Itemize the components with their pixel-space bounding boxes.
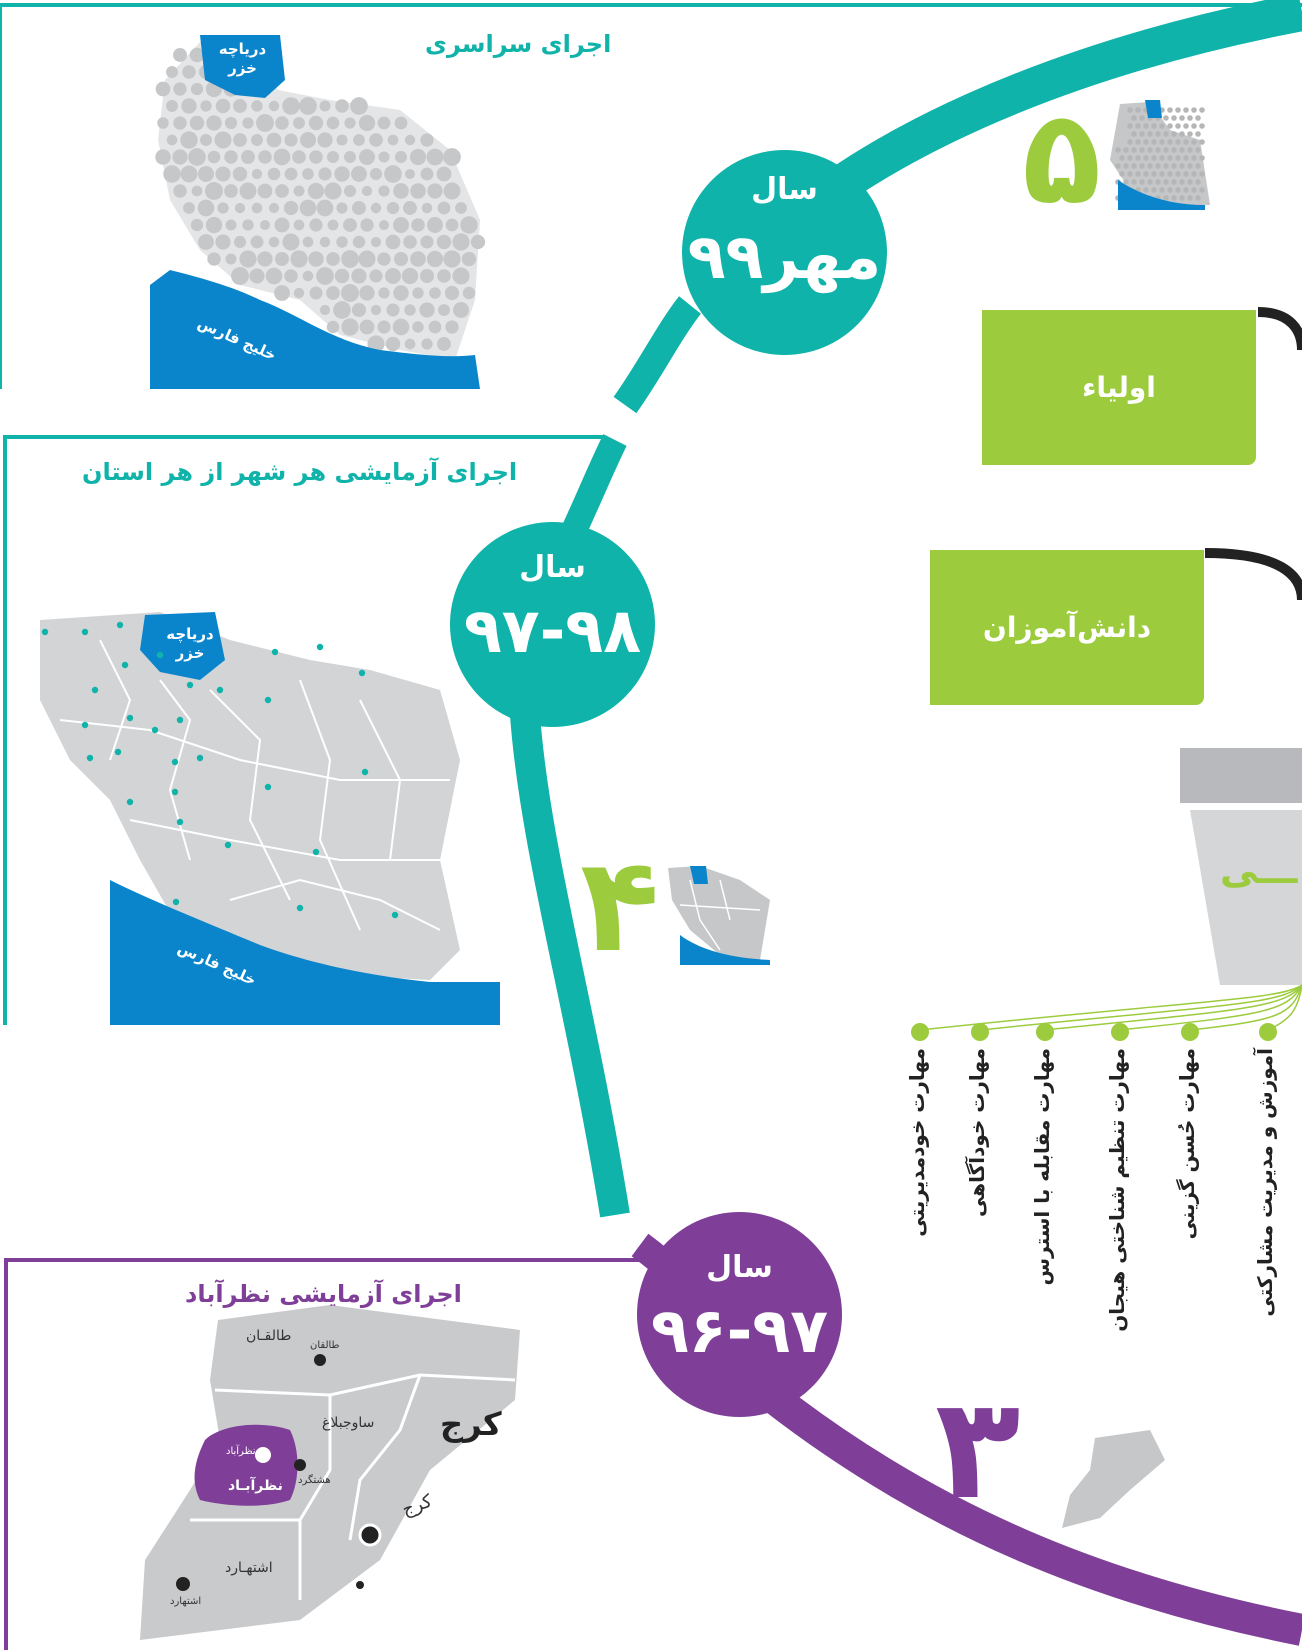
skills-list: آموزش و مدیریت مشارکتی مهارت حُسن گزینی … (0, 1048, 1302, 1408)
skill-item: مهارت خودآگاهی (965, 1048, 989, 1217)
panel-frame-1 (0, 3, 1302, 389)
timeline-circle-3: سال ۹۶-۹۷ (637, 1212, 842, 1417)
timeline-arc-a (613, 296, 702, 414)
timeline-circle-2-year: ۹۷-۹۸ (463, 594, 642, 667)
iran-province-map (40, 612, 500, 1025)
skill-fan-lines (919, 984, 1302, 1031)
map-label-hashtgerd: هشتگرد (298, 1475, 331, 1486)
stage-number-4: ۴ (580, 829, 660, 981)
program-box-body (1190, 810, 1302, 985)
connector-students (1204, 548, 1302, 601)
connector-parents (1257, 307, 1302, 351)
timeline-circle-3-label: سال (706, 1250, 773, 1285)
panel-frame-2 (3, 435, 603, 1025)
timeline-circle-1: سال مهر۹۹ (682, 150, 887, 355)
alborz-map (140, 1305, 520, 1640)
stage-number-5: ۵ (1022, 81, 1102, 233)
timeline-circle-2-label: سال (519, 550, 586, 585)
timeline-arc-c (510, 713, 630, 1218)
timeline-circle-3-year: ۹۶-۹۷ (650, 1294, 829, 1367)
skill-item: آموزش و مدیریت مشارکتی (1253, 1048, 1277, 1317)
panel-frame-3 (4, 1258, 640, 1650)
map-label-eshtehard-city: اشتهارد (170, 1596, 202, 1607)
panel-1-title: اجرای سراسری (425, 30, 612, 58)
timeline-circle-2: سال ۹۷-۹۸ (450, 522, 655, 727)
panel-3-title: اجرای آزمایشی نظرآباد (185, 1280, 462, 1308)
mini-map-3 (1062, 1430, 1165, 1528)
map-label-karaj-region: کرج (440, 1405, 502, 1443)
audience-parents-box: اولیاء (982, 310, 1256, 465)
skill-item: مهارت خودمدیریتی (905, 1048, 929, 1237)
skill-item: مهارت تنظیم شناختی هیجان (1105, 1048, 1129, 1332)
caspian-label-2: دریاچه خزر (166, 625, 214, 662)
timeline-arc-e (760, 1382, 1302, 1646)
skill-item: مهارت حُسن گزینی (1175, 1048, 1199, 1240)
program-box-top (1180, 748, 1302, 803)
stage-number-3: ۳ (935, 1368, 1021, 1531)
panel-2-title: اجرای آزمایشی هر شهر از هر استان (82, 458, 518, 486)
map-label-nazarabad-city: نظرآباد (226, 1446, 256, 1457)
timeline-circle-1-year: مهر۹۹ (687, 220, 882, 293)
map-label-taleghan-city: طالقان (310, 1340, 340, 1351)
map-label-nazarabad: نظرآبـاد (228, 1478, 283, 1494)
skill-item: مهارت مقابله با استرس (1030, 1048, 1054, 1286)
map-label-savojbolagh: ساوجبلاغ (322, 1415, 375, 1431)
map-label-eshtehard: اشتهـارد (225, 1560, 273, 1576)
caspian-label-1: دریاچه خزر (218, 40, 267, 77)
mini-map-4 (668, 866, 770, 965)
map-label-taleghan: طالقـان (246, 1328, 292, 1344)
mini-map-5 (1110, 100, 1210, 210)
audience-students-box: دانش‌آموزان (930, 550, 1204, 705)
iran-bubble-map (150, 35, 486, 389)
program-box-text: ـــی (1220, 848, 1298, 892)
timeline-circle-1-label: سال (751, 172, 818, 207)
skill-dots (911, 1023, 1277, 1041)
